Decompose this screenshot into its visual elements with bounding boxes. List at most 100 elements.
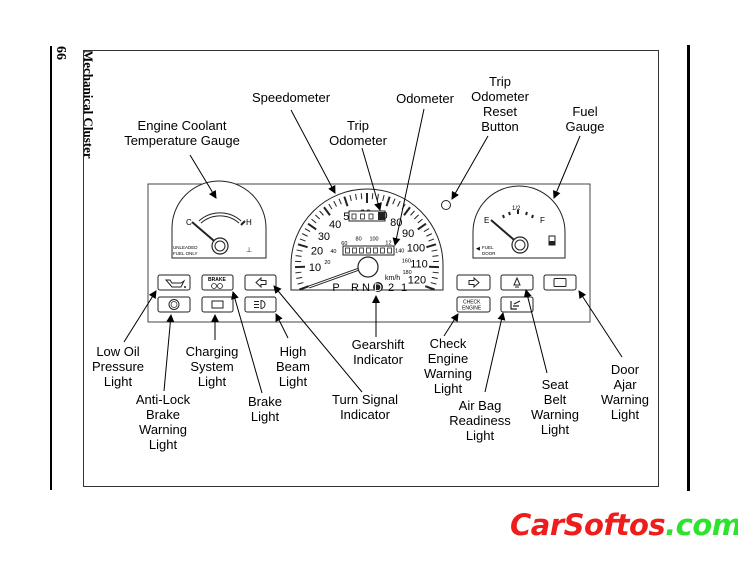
label-trip-odometer: Trip Odometer	[329, 118, 387, 148]
odometer-digit-cell	[352, 247, 357, 254]
mph-tick	[304, 228, 311, 233]
abs-icon	[168, 299, 180, 310]
label-low-oil: Low Oil Pressure Light	[91, 344, 145, 389]
label-turn-signal: Turn Signal Indicator	[332, 392, 398, 422]
odometer-digit-cell	[366, 247, 371, 254]
label-seat-belt: Seat Belt Warning Light	[531, 377, 579, 437]
mph-tick	[392, 198, 396, 205]
leader-lines	[123, 108, 623, 394]
mph-tick	[311, 218, 317, 224]
instrument-panel	[147, 183, 591, 323]
kmh-label: 100	[369, 236, 378, 242]
left-arrow-icon	[255, 276, 267, 289]
left-rule	[50, 46, 52, 490]
trip-digit-cell	[351, 213, 357, 220]
fuel-half-label: 1/2	[512, 206, 521, 212]
kmh-label: 12	[385, 241, 391, 247]
mph-tick	[343, 196, 349, 207]
mph-tick	[430, 282, 437, 285]
mph-label: 40	[329, 219, 341, 231]
gear-label: R	[351, 282, 359, 294]
svg-text:◀: ◀	[476, 246, 480, 252]
selected-gear-marker	[373, 282, 383, 292]
mph-tick	[377, 193, 379, 200]
mph-tick	[296, 249, 303, 252]
air-bag-light	[500, 296, 534, 313]
fuel-door-line2: DOOR	[482, 251, 496, 256]
warning-lights-right: CHECK ENGINE	[456, 274, 577, 313]
label-engine-coolant: Engine Coolant Temperature Gauge	[124, 118, 240, 148]
mph-tick	[397, 200, 401, 207]
mph-tick	[424, 285, 435, 291]
kmh-label: 60	[341, 241, 347, 247]
label-check-engine: Check Engine Warning Light	[424, 336, 472, 396]
seat-belt-light	[500, 274, 534, 291]
fuel-door-line1: FUEL	[482, 245, 494, 250]
label-charging: Charging System Light	[185, 344, 239, 389]
right-rule	[687, 45, 690, 491]
gear-label: N	[362, 282, 370, 294]
mph-label: 30	[318, 231, 330, 243]
mph-label: 90	[402, 228, 414, 240]
watermark-part2: .com	[665, 508, 738, 542]
brake-light	[201, 274, 234, 291]
mph-tick	[319, 210, 324, 216]
check-engine-line1: CHECK	[463, 300, 481, 306]
label-gearshift: Gearshift Indicator	[351, 337, 405, 367]
warning-lights-left: BRAKE	[157, 274, 277, 313]
mph-label: 20	[311, 246, 323, 258]
fuel-note-line2: FUEL ONLY	[173, 251, 198, 256]
fuel-full-label: F	[540, 216, 545, 225]
mph-tick	[338, 198, 342, 205]
odometer-digit-cell	[359, 247, 364, 254]
mph-tick	[299, 285, 310, 291]
mph-tick	[333, 200, 337, 207]
label-brake: Brake Light	[248, 394, 282, 424]
mph-tick	[315, 214, 321, 220]
fuel-note-line1: UNLEADED	[173, 245, 198, 250]
odometer-digit-cell	[387, 247, 392, 254]
label-high-beam: High Beam Light	[276, 344, 310, 389]
mph-tick	[355, 193, 357, 200]
mph-tick	[423, 228, 430, 233]
watermark-logo: CarSoftos.com	[510, 508, 738, 542]
gear-label: P	[332, 282, 339, 294]
mph-label: 110	[410, 259, 428, 271]
temperature-gauge: C H UNLEADED FUEL ONLY ⊥	[171, 180, 267, 259]
mph-tick	[297, 282, 304, 285]
mph-tick	[307, 222, 317, 231]
label-door-ajar: Door Ajar Warning Light	[601, 362, 649, 422]
mph-tick	[296, 276, 303, 280]
mph-tick-ring	[295, 193, 439, 291]
fuel-empty-label: E	[484, 216, 489, 225]
mph-tick	[301, 233, 308, 237]
abs-light	[157, 296, 191, 313]
watermark-part1: CarSoftos	[510, 508, 666, 542]
trip-digit-cell	[360, 213, 365, 220]
mph-tick	[417, 218, 423, 224]
mph-tick	[432, 271, 439, 274]
brake-light-text: BRAKE	[208, 277, 226, 283]
temp-icon: ⊥	[246, 246, 252, 254]
trip-reset-button[interactable]	[441, 200, 451, 210]
kmh-unit: km/h	[385, 275, 400, 282]
speedometer: 102030405060708090100110120 204060801001…	[290, 188, 444, 294]
check-engine-line2: ENGINE	[462, 306, 482, 312]
mph-tick	[403, 206, 411, 216]
kmh-label: 160	[402, 259, 411, 265]
kmh-label: 80	[356, 237, 362, 243]
gear-label: D	[374, 282, 382, 294]
mph-label: 100	[407, 242, 425, 254]
odometer-digit-cell	[373, 247, 378, 254]
mph-label: 10	[309, 262, 321, 274]
mph-tick	[295, 271, 302, 274]
mph-tick	[323, 206, 331, 216]
gear-label: 1	[401, 282, 407, 294]
mph-tick	[426, 233, 433, 237]
mph-tick	[417, 222, 427, 231]
mph-tick	[428, 238, 435, 242]
label-odometer: Odometer	[396, 91, 454, 106]
high-beam-icon	[260, 299, 266, 310]
